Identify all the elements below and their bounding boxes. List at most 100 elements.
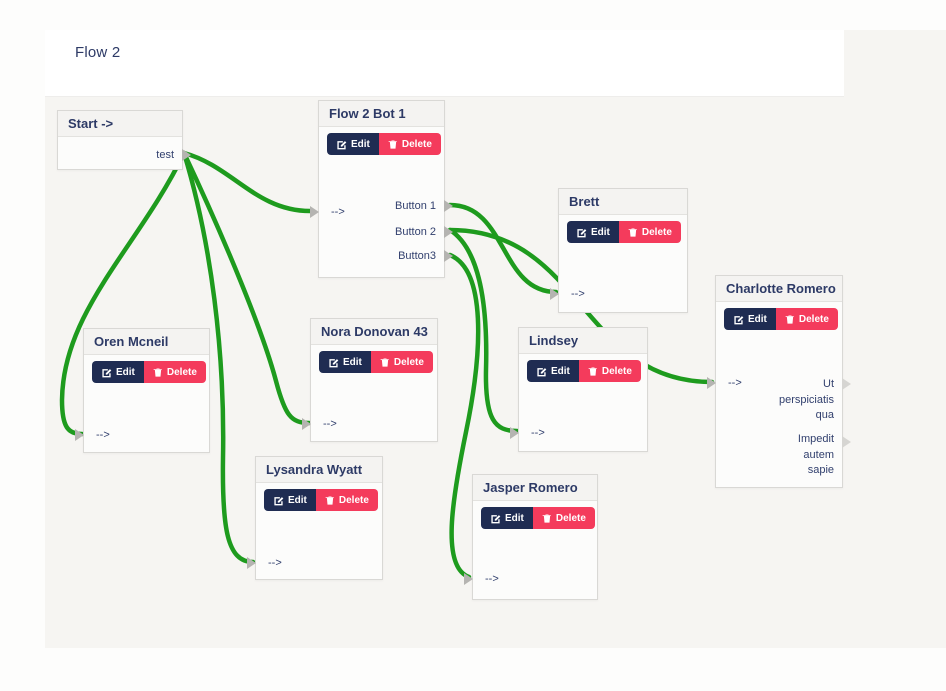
node-flow2bot1-actions: Edit Delete (327, 133, 441, 155)
node-jasper-input-port[interactable] (464, 573, 473, 585)
delete-button-label: Delete (641, 226, 672, 238)
node-lysandra-input-port[interactable] (247, 557, 256, 569)
delete-button-label: Delete (393, 356, 424, 368)
output-line: Impedit (797, 433, 834, 445)
node-start-output-port[interactable] (182, 149, 191, 161)
node-lindsey[interactable]: Lindsey Edit Delete --> (510, 327, 648, 452)
node-start-output-label: test (156, 149, 174, 161)
node-charlotte-output-2: Impedit autem sapie (798, 432, 834, 479)
delete-button[interactable]: Delete (143, 361, 206, 383)
delete-button-label: Delete (338, 494, 369, 506)
trash-icon (542, 513, 551, 523)
pencil-icon (577, 228, 587, 237)
edit-button[interactable]: Edit (481, 507, 533, 529)
pencil-icon (329, 358, 339, 367)
node-brett[interactable]: Brett Edit Delete --> (550, 188, 688, 313)
node-flow2bot1-output-port-3[interactable] (444, 250, 453, 262)
node-oren[interactable]: Oren Mcneil Edit Delete --> (75, 328, 210, 453)
trash-icon (153, 367, 162, 377)
node-lysandra-title: Lysandra Wyatt (256, 457, 382, 483)
node-flow2bot1-output-port-2[interactable] (444, 226, 453, 238)
node-brett-input-label: --> (571, 288, 585, 300)
trash-icon (325, 495, 334, 505)
node-lindsey-input-port[interactable] (510, 427, 519, 439)
delete-button[interactable]: Delete (618, 221, 681, 243)
node-charlotte-output-port-1[interactable] (842, 378, 851, 390)
connection-start-to-nora[interactable] (181, 150, 312, 426)
node-charlotte-actions: Edit Delete (724, 308, 838, 330)
output-line: qua (815, 409, 834, 421)
node-nora[interactable]: Nora Donovan 43 Edit Delete --> (302, 318, 438, 442)
connection-button3-to-jasper[interactable] (447, 252, 481, 580)
edit-button-label: Edit (343, 356, 362, 368)
delete-button-label: Delete (555, 512, 586, 524)
pencil-icon (337, 140, 347, 149)
delete-button[interactable]: Delete (775, 308, 838, 330)
node-oren-actions: Edit Delete (92, 361, 206, 383)
node-flow2bot1-output-port-1[interactable] (444, 200, 453, 212)
flow-header-card: Flow 2 (45, 30, 844, 97)
pencil-icon (734, 315, 744, 324)
edit-button[interactable]: Edit (527, 360, 579, 382)
connection-button2-to-lindsey[interactable] (447, 227, 520, 434)
connection-start-to-bot[interactable] (181, 150, 313, 214)
edit-button-label: Edit (591, 226, 610, 238)
delete-button-label: Delete (601, 365, 632, 377)
node-nora-input-port[interactable] (302, 418, 311, 430)
edit-button[interactable]: Edit (319, 351, 371, 373)
trash-icon (628, 227, 637, 237)
node-nora-title: Nora Donovan 43 (311, 319, 437, 345)
node-nora-actions: Edit Delete (319, 351, 433, 373)
node-flow2bot1-output-button3: Button3 (398, 250, 436, 262)
node-start[interactable]: Start -> test (57, 110, 191, 170)
node-brett-input-port[interactable] (550, 288, 559, 300)
delete-button[interactable]: Delete (370, 351, 433, 373)
node-lindsey-input-label: --> (531, 427, 545, 439)
node-jasper-input-label: --> (485, 573, 499, 585)
connection-start-to-lysandra[interactable] (181, 150, 256, 565)
node-flow2bot1-output-button1: Button 1 (395, 200, 436, 212)
edit-button[interactable]: Edit (567, 221, 619, 243)
connection-start-to-oren[interactable] (59, 150, 187, 437)
node-lysandra-input-label: --> (268, 557, 282, 569)
node-oren-input-port[interactable] (75, 429, 84, 441)
edit-button-label: Edit (116, 366, 135, 378)
delete-button[interactable]: Delete (378, 133, 441, 155)
edit-button-label: Edit (551, 365, 570, 377)
delete-button[interactable]: Delete (315, 489, 378, 511)
trash-icon (785, 314, 794, 324)
node-lysandra-actions: Edit Delete (264, 489, 378, 511)
node-lindsey-actions: Edit Delete (527, 360, 641, 382)
node-flow2bot1[interactable]: Flow 2 Bot 1 Edit Delete --> Button 1 Bu… (310, 100, 453, 278)
edit-button-label: Edit (288, 494, 307, 506)
trash-icon (380, 357, 389, 367)
pencil-icon (102, 368, 112, 377)
delete-button-label: Delete (166, 366, 197, 378)
node-flow2bot1-title: Flow 2 Bot 1 (319, 101, 444, 127)
edit-button[interactable]: Edit (264, 489, 316, 511)
delete-button[interactable]: Delete (532, 507, 595, 529)
connection-button1-to-brett[interactable] (447, 202, 559, 295)
node-start-title: Start -> (58, 111, 182, 137)
output-line: autem (803, 448, 834, 461)
node-flow2bot1-input-port[interactable] (310, 206, 319, 218)
node-brett-title: Brett (559, 189, 687, 215)
trash-icon (588, 366, 597, 376)
node-jasper[interactable]: Jasper Romero Edit Delete --> (464, 474, 598, 600)
node-charlotte-input-label: --> (728, 377, 742, 389)
delete-button[interactable]: Delete (578, 360, 641, 382)
node-charlotte[interactable]: Charlotte Romero Edit Delete --> Ut pers… (707, 275, 851, 488)
node-charlotte-output-1: Ut perspiciatis qua (779, 377, 834, 424)
node-lindsey-title: Lindsey (519, 328, 647, 354)
output-line: Ut (823, 378, 834, 390)
edit-button[interactable]: Edit (724, 308, 776, 330)
node-charlotte-output-port-2[interactable] (842, 436, 851, 448)
node-lysandra[interactable]: Lysandra Wyatt Edit Delete --> (247, 456, 383, 580)
node-charlotte-input-port[interactable] (707, 377, 716, 389)
output-line: perspiciatis (778, 393, 834, 406)
edit-button[interactable]: Edit (327, 133, 379, 155)
edit-button[interactable]: Edit (92, 361, 144, 383)
pencil-icon (274, 496, 284, 505)
edit-button-label: Edit (351, 138, 370, 150)
flow-title: Flow 2 (75, 44, 121, 61)
